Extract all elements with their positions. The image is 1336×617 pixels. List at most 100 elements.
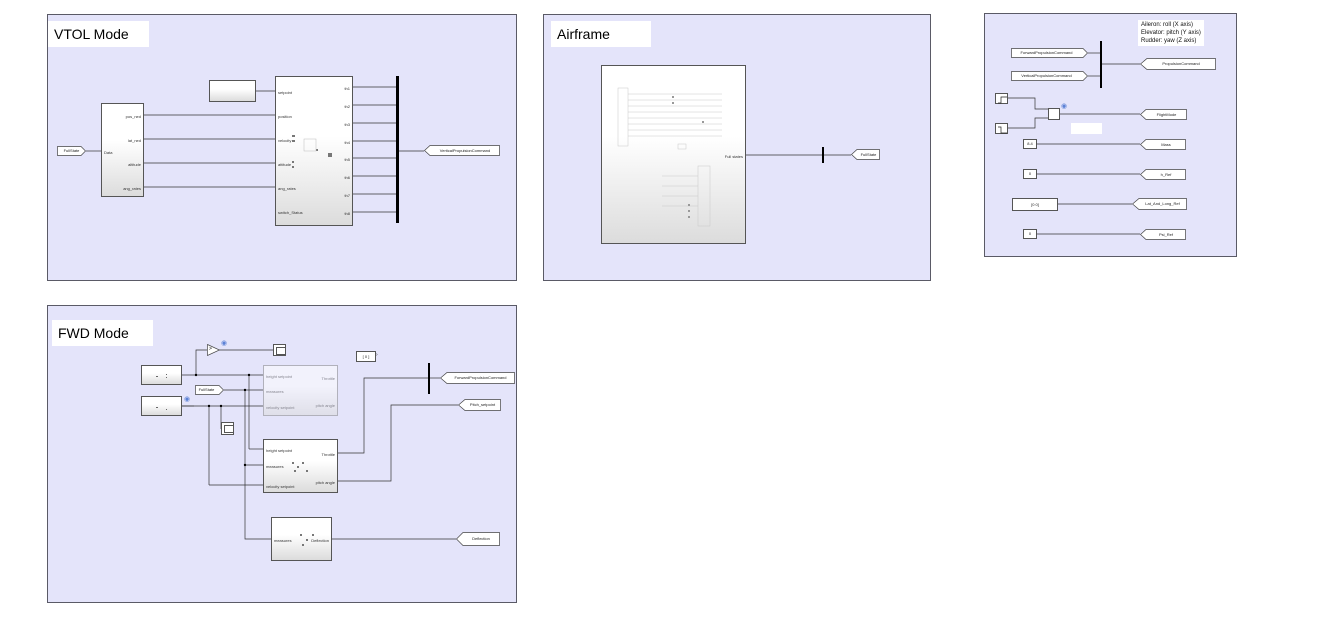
fwd-goto-forward-label: ForwardPropulsionCommand bbox=[454, 375, 507, 380]
fwd-goto-deflection[interactable]: Deflection bbox=[456, 532, 500, 546]
config-goto-propulsion[interactable]: PropulsionCommand bbox=[1140, 58, 1216, 70]
airframe-subsystem-block[interactable]: Full states bbox=[601, 65, 746, 244]
fwd-bracket-constant[interactable]: [ 0 ] bbox=[356, 351, 376, 362]
fwd-ctrl-out-pitch: pitch angle bbox=[315, 480, 335, 485]
axis-note-line-2: Elevator: pitch (Y axis) bbox=[1141, 30, 1201, 36]
fwd-defl-in-measures: measures bbox=[274, 538, 292, 543]
airframe-title: Airframe bbox=[551, 21, 651, 47]
config-from-vertical-label: VerticalPropulsionCommand bbox=[1021, 73, 1072, 78]
fwd-defl-internal-sketch bbox=[300, 534, 314, 546]
config-from-forward[interactable]: ForwardPropulsionCommand bbox=[1011, 48, 1088, 58]
airframe-goto-fullstate[interactable]: FullState bbox=[851, 149, 880, 160]
vtol-ctrl-in-velocity: velocity bbox=[278, 138, 292, 143]
config-goto-psi-ref-label: Psi_Ref bbox=[1158, 232, 1173, 237]
fwd-signal-log-icon-1: ◉ bbox=[184, 396, 191, 403]
vtol-ctrl-out-th7: th7 bbox=[344, 193, 350, 198]
fwd-from-fullstate[interactable]: FullState bbox=[195, 385, 224, 395]
axis-note: Aileron: roll (X axis) Elevator: pitch (… bbox=[1138, 20, 1204, 46]
vtol-goto-vertical-label: VerticalPropulsionCommand bbox=[439, 148, 491, 153]
fwd-faded-out-pitch: pitch angle bbox=[315, 403, 335, 408]
vtol-ctrl-out-th3: th3 bbox=[344, 122, 350, 127]
vtol-mode-title: VTOL Mode bbox=[48, 21, 149, 47]
vtol-demux-out-4: ang_rates bbox=[123, 186, 141, 191]
vtol-ctrl-in-attitude: attitude bbox=[278, 162, 292, 167]
airframe-internal-sketch bbox=[617, 87, 722, 227]
vtol-ctrl-in-switch: switch_Status bbox=[278, 210, 303, 215]
airframe-goto-fullstate-label: FullState bbox=[860, 152, 877, 157]
airframe-bus-bar bbox=[822, 147, 824, 163]
fwd-scope-2[interactable] bbox=[221, 422, 234, 435]
config-goto-h-ref[interactable]: h_Ref bbox=[1140, 169, 1186, 180]
config-goto-flightmode-label: FlightMode bbox=[1156, 112, 1177, 117]
vtol-ctrl-out-th6: th6 bbox=[344, 175, 350, 180]
config-psi-ref-constant[interactable]: 0 bbox=[1023, 229, 1037, 239]
config-signal-log-icon: ◉ bbox=[1061, 103, 1068, 110]
config-switch-block[interactable] bbox=[1048, 108, 1060, 120]
vtol-mux-bar bbox=[396, 76, 399, 223]
config-blank-block[interactable] bbox=[1071, 123, 1102, 134]
fwd-from-fullstate-label: FullState bbox=[198, 387, 215, 392]
fwd-ctrl-in-measures: measures bbox=[266, 464, 284, 469]
fwd-goto-pitch-label: Pitch_setpoint bbox=[469, 402, 496, 407]
vtol-ctrl-out-th8: th8 bbox=[344, 211, 350, 216]
vtol-from-fullstate[interactable]: FullState bbox=[57, 146, 86, 156]
fwd-signal-log-icon-2: ◉ bbox=[221, 340, 228, 347]
config-mux-bar bbox=[1100, 41, 1102, 88]
vtol-goto-vertical[interactable]: VerticalPropulsionCommand bbox=[424, 145, 500, 156]
fwd-faded-in-measures: measures bbox=[266, 389, 284, 394]
fwd-gain-symbol: > bbox=[209, 346, 212, 352]
axis-note-line-1: Aileron: roll (X axis) bbox=[1141, 22, 1194, 28]
axis-note-line-3: Rudder: yaw (Z axis) bbox=[1141, 38, 1197, 44]
fwd-ctrl-in-height: height setpoint bbox=[266, 448, 293, 453]
fwd-faded-out-throttle: Throttle bbox=[321, 376, 335, 381]
fwd-bracket-out-arrow: › bbox=[376, 352, 378, 358]
vtol-setpoint-block[interactable] bbox=[209, 80, 256, 102]
fwd-ctrl-out-throttle: Throttle bbox=[321, 452, 335, 457]
fwd-velocity-ref-block[interactable] bbox=[141, 396, 182, 416]
config-mass-constant[interactable]: 8.4 bbox=[1023, 139, 1037, 149]
vtol-ctrl-in-setpoint: setpoint bbox=[278, 90, 293, 95]
vtol-from-fullstate-label: FullState bbox=[63, 148, 80, 153]
fwd-height-ref-block[interactable] bbox=[141, 365, 182, 385]
config-from-forward-label: ForwardPropulsionCommand bbox=[1020, 50, 1073, 55]
config-step-source-2[interactable] bbox=[995, 123, 1008, 134]
fwd-ctrl-in-velocity: velocity setpoint bbox=[266, 484, 295, 489]
vtol-controller-block[interactable]: setpoint position velocity attitude ang_… bbox=[275, 76, 353, 226]
vtol-demux-out-3: altitude bbox=[128, 162, 141, 167]
fwd-faded-in-height: height setpoint bbox=[266, 374, 293, 379]
fwd-mux-bar bbox=[428, 363, 430, 394]
vtol-ctrl-out-th5: th5 bbox=[344, 157, 350, 162]
fwd-gain-block[interactable]: > bbox=[207, 344, 220, 356]
vtol-demux-block[interactable]: Data pos_ned lat_ned altitude ang_rates bbox=[101, 103, 144, 197]
vtol-ctrl-internal-sketch bbox=[292, 135, 332, 168]
vtol-ctrl-in-position: position bbox=[278, 114, 292, 119]
config-from-vertical[interactable]: VerticalPropulsionCommand bbox=[1011, 71, 1088, 81]
config-h-ref-constant[interactable]: 0 bbox=[1023, 169, 1037, 179]
fwd-goto-pitch[interactable]: Pitch_setpoint bbox=[458, 399, 501, 411]
config-goto-flightmode[interactable]: FlightMode bbox=[1140, 109, 1187, 120]
fwd-defl-out-deflection: Deflection bbox=[311, 538, 329, 543]
config-latlong-constant[interactable]: [0 0] bbox=[1012, 198, 1058, 211]
config-goto-mass[interactable]: Mass bbox=[1140, 139, 1186, 150]
config-goto-psi-ref[interactable]: Psi_Ref bbox=[1140, 229, 1186, 240]
config-goto-latlong[interactable]: Lat_And_Long_Ref bbox=[1132, 198, 1187, 210]
vtol-demux-out-2: lat_ned bbox=[127, 138, 141, 143]
fwd-faded-in-velocity: velocity setpoint bbox=[266, 405, 295, 410]
fwd-scope-1[interactable] bbox=[273, 344, 286, 356]
fwd-goto-forward[interactable]: ForwardPropulsionCommand bbox=[440, 372, 515, 384]
vtol-demux-out-1: pos_ned bbox=[125, 114, 141, 119]
config-goto-h-ref-label: h_Ref bbox=[1160, 172, 1172, 177]
fwd-mode-title: FWD Mode bbox=[52, 320, 153, 346]
config-goto-latlong-label: Lat_And_Long_Ref bbox=[1145, 201, 1180, 206]
config-goto-propulsion-label: PropulsionCommand bbox=[1162, 61, 1200, 66]
vtol-ctrl-in-angrates: ang_rates bbox=[278, 186, 296, 191]
fwd-deflection-block[interactable]: measures Deflection bbox=[271, 517, 332, 561]
vtol-ctrl-out-th1: th1 bbox=[344, 86, 350, 91]
fwd-controller-faded-block[interactable]: height setpoint measures velocity setpoi… bbox=[263, 365, 338, 416]
vtol-ctrl-out-th2: th2 bbox=[344, 104, 350, 109]
fwd-goto-deflection-label: Deflection bbox=[472, 536, 490, 541]
vtol-ctrl-out-th4: th4 bbox=[344, 140, 350, 145]
config-step-source-1[interactable] bbox=[995, 93, 1008, 104]
fwd-controller-block[interactable]: height setpoint measures velocity setpoi… bbox=[263, 439, 338, 493]
fwd-ctrl-internal-sketch bbox=[292, 462, 308, 472]
